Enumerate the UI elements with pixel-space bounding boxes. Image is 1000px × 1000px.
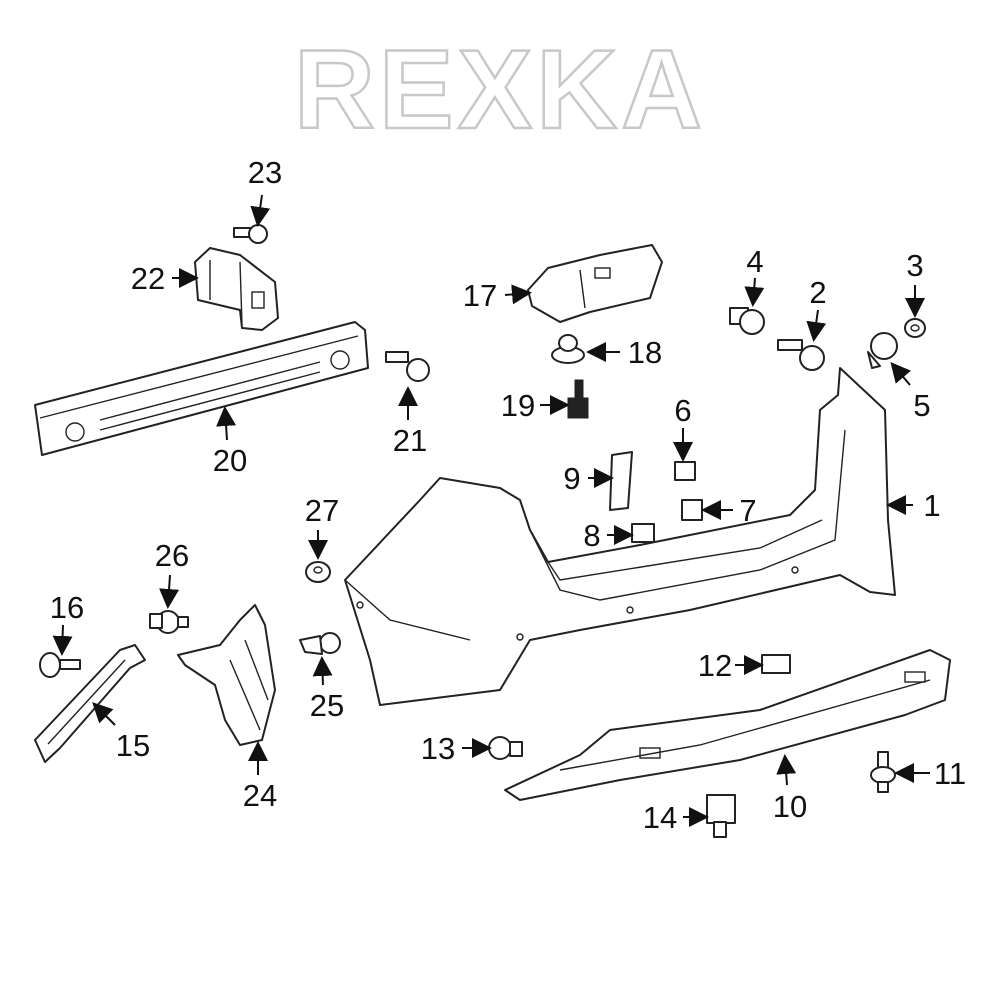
bracket-22 [194, 247, 279, 331]
reflector-bracket-24 [177, 604, 276, 746]
callout-2: 2 [809, 275, 826, 310]
callout-17: 17 [463, 278, 497, 313]
pad-8 [631, 523, 655, 543]
callout-27: 27 [305, 493, 339, 528]
pad-9 [609, 451, 633, 511]
callout-16: 16 [50, 590, 84, 625]
callout-23: 23 [248, 155, 282, 190]
bolt-23 [233, 224, 268, 244]
nut-27 [305, 561, 331, 583]
callout-22: 22 [131, 261, 165, 296]
pad-12 [761, 654, 791, 674]
clip-5 [867, 332, 898, 369]
callout-26: 26 [155, 538, 189, 573]
callout-7: 7 [739, 493, 756, 528]
nut-18 [551, 334, 585, 364]
callout-13: 13 [421, 731, 455, 766]
callout-8: 8 [583, 518, 600, 553]
callout-labels: 1 2 3 4 5 6 7 8 9 10 11 12 13 14 15 16 1… [50, 155, 966, 835]
bolt-2 [777, 339, 825, 371]
callout-5: 5 [913, 388, 930, 423]
watermark: REXKA [294, 27, 706, 152]
callout-3: 3 [906, 248, 923, 283]
bracket-17 [527, 244, 663, 323]
callout-14: 14 [643, 800, 677, 835]
bolt-19 [567, 379, 589, 419]
lower-valance-10 [504, 649, 951, 801]
callout-6: 6 [674, 393, 691, 428]
pad-6 [674, 461, 696, 481]
washer-3 [904, 318, 926, 338]
callout-12: 12 [698, 648, 732, 683]
callout-4: 4 [746, 244, 763, 279]
callout-20: 20 [213, 443, 247, 478]
extension-15 [34, 644, 146, 763]
callout-18: 18 [628, 335, 662, 370]
callout-9: 9 [563, 461, 580, 496]
clip-26 [149, 610, 189, 634]
clip-13 [488, 736, 523, 760]
callout-24: 24 [243, 778, 277, 813]
callout-1: 1 [923, 488, 940, 523]
bolt-21 [385, 351, 430, 382]
clip-4 [729, 307, 765, 335]
clip-11 [870, 751, 896, 793]
clip-25 [299, 632, 341, 655]
rear-bumper-cover-1 [344, 367, 896, 706]
callout-19: 19 [501, 388, 535, 423]
callout-10: 10 [773, 789, 807, 824]
callout-21: 21 [393, 423, 427, 458]
callout-15: 15 [116, 728, 150, 763]
screw-16 [39, 652, 81, 678]
pad-7 [681, 499, 703, 521]
cap-14 [706, 794, 736, 838]
callout-11: 11 [934, 756, 966, 791]
callout-arrows [52, 194, 930, 827]
callout-25: 25 [310, 688, 344, 723]
bumper-reinforcement-20 [34, 321, 369, 456]
